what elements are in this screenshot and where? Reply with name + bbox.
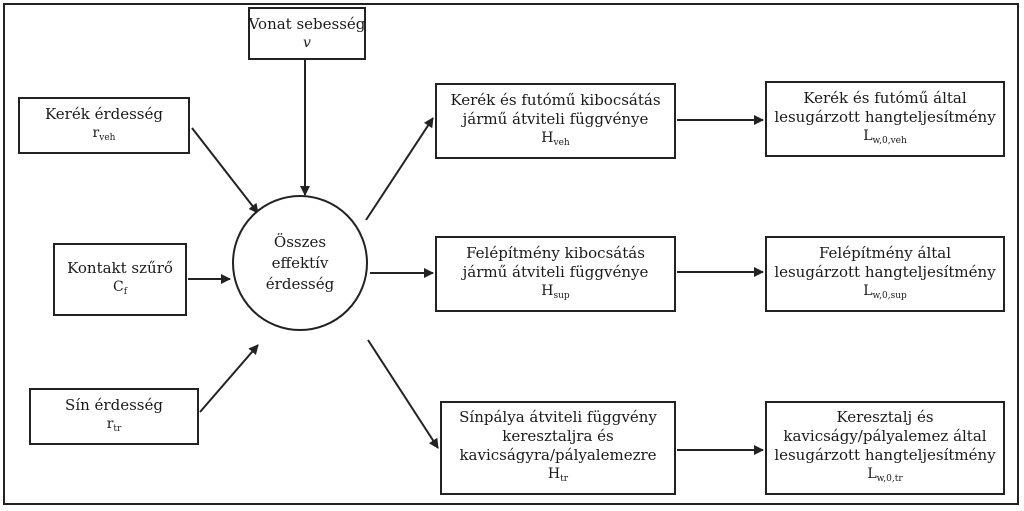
track-transfer-symbol: Htr [547, 466, 569, 484]
center-line-2: effektív [271, 253, 329, 272]
track-transfer-line-3: kavicságyra/pályalemezre [459, 446, 657, 464]
superstructure-output-box: Felépítmény által lesugárzott hangteljes… [765, 236, 1005, 312]
arrow-center-to-vehicle-transfer [365, 117, 434, 221]
arrow-rail-to-center [199, 344, 259, 413]
arrow-wheel-to-center [191, 127, 259, 214]
wheel-roughness-box: Kerék érdesség rveh [18, 97, 190, 154]
center-line-1: Összes [273, 232, 327, 251]
contact-filter-symbol: Cf [112, 278, 128, 297]
track-output-line-2: kavicságy/pályalemez által [783, 427, 987, 445]
rail-roughness-box: Sín érdesség rtr [29, 388, 199, 445]
contact-filter-box: Kontakt szűrő Cf [53, 243, 187, 316]
superstructure-output-line-2: lesugárzott hangteljesítmény [774, 262, 996, 281]
track-transfer-line-2: keresztaljra és [502, 427, 614, 445]
vehicle-output-box: Kerék és futómű által lesugárzott hangte… [765, 81, 1005, 157]
wheel-roughness-label: Kerék érdesség [45, 104, 163, 123]
track-transfer-line-1: Sínpálya átviteli függvény [459, 408, 657, 426]
vehicle-output-line-2: lesugárzott hangteljesítmény [774, 107, 996, 126]
track-output-symbol: Lw,0,tr [867, 466, 903, 484]
superstructure-transfer-line-2: jármű átviteli függvénye [462, 262, 649, 281]
speed-box: Vonat sebesség v [248, 7, 366, 60]
rail-roughness-label: Sín érdesség [65, 395, 163, 414]
vehicle-transfer-line-2: jármű átviteli függvénye [462, 109, 649, 128]
track-transfer-box: Sínpálya átviteli függvény keresztaljra … [440, 401, 676, 495]
speed-symbol: v [303, 35, 311, 51]
vehicle-output-line-1: Kerék és futómű által [803, 88, 967, 107]
superstructure-output-symbol: Lw,0,sup [863, 282, 907, 301]
vehicle-output-symbol: Lw,0,veh [863, 127, 907, 146]
superstructure-transfer-symbol: Hsup [541, 282, 570, 301]
vehicle-transfer-line-1: Kerék és futómű kibocsátás [450, 90, 661, 109]
superstructure-output-line-1: Felépítmény által [818, 243, 952, 262]
superstructure-transfer-line-1: Felépítmény kibocsátás [466, 243, 645, 262]
diagram-frame [3, 3, 1019, 505]
total-effective-roughness-node: Összes effektív érdesség [232, 195, 368, 331]
track-output-box: Keresztalj és kavicságy/pályalemez által… [765, 401, 1005, 495]
rail-roughness-symbol: rtr [106, 415, 122, 434]
center-line-3: érdesség [265, 274, 335, 293]
speed-label: Vonat sebesség [248, 15, 366, 33]
wheel-roughness-symbol: rveh [92, 124, 116, 143]
contact-filter-label: Kontakt szűrő [67, 258, 173, 277]
arrow-center-to-track-transfer [367, 339, 439, 449]
vehicle-transfer-symbol: Hveh [541, 129, 570, 148]
vehicle-transfer-box: Kerék és futómű kibocsátás jármű átvitel… [435, 83, 676, 159]
track-output-line-1: Keresztalj és [836, 408, 934, 426]
superstructure-transfer-box: Felépítmény kibocsátás jármű átviteli fü… [435, 236, 676, 312]
track-output-line-3: lesugárzott hangteljesítmény [774, 446, 996, 464]
